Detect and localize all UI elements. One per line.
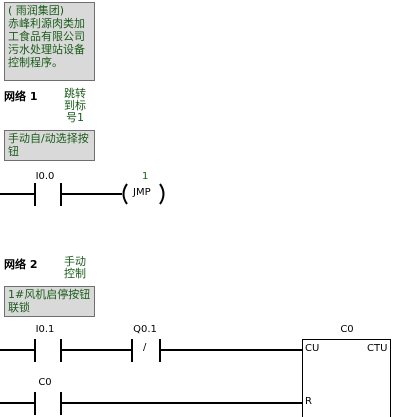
network-1-coil-param: 1 bbox=[142, 171, 149, 182]
network-2-label[interactable]: 网络 2 bbox=[4, 258, 38, 271]
network-2-nc-symbol: / bbox=[143, 342, 147, 353]
network-2-contact-c0-operand: C0 bbox=[38, 377, 52, 388]
counter-pin-ctu: CTU bbox=[367, 343, 388, 354]
counter-name: C0 bbox=[340, 324, 354, 335]
network-2-comment-box[interactable]: 1#风机启停按钮 联锁 bbox=[4, 286, 95, 317]
network-2-contact-c0[interactable] bbox=[34, 392, 62, 415]
network-1-coil-instruction: JMP bbox=[133, 187, 151, 198]
counter-block[interactable] bbox=[302, 339, 391, 417]
network-1-contact-operand: I0.0 bbox=[35, 171, 55, 182]
counter-pin-cu: CU bbox=[305, 343, 320, 354]
network-1-comment-box[interactable]: 手动自/动选择按钮 bbox=[4, 130, 95, 161]
network-1-label[interactable]: 网络 1 bbox=[4, 90, 38, 103]
network-2-title[interactable]: 手动 控制 bbox=[64, 255, 86, 280]
network-2-contact-q01-operand: Q0.1 bbox=[133, 324, 157, 335]
network-1-no-contact[interactable] bbox=[34, 183, 62, 206]
counter-pin-r: R bbox=[305, 396, 312, 407]
network-2-contact-i01-operand: I0.1 bbox=[35, 324, 55, 335]
network-1-title[interactable]: 跳转 到标 号1 bbox=[64, 87, 86, 124]
program-comment-box[interactable]: ( 雨润集团) 赤峰利源肉类加工食品有限公司污水处理站设备控制程序。 bbox=[4, 2, 95, 81]
network-2-contact-q01-nc[interactable] bbox=[131, 339, 161, 362]
network-2-rung bbox=[0, 349, 302, 404]
network-1-jmp-coil[interactable] bbox=[122, 183, 165, 205]
network-2-contact-i01[interactable] bbox=[34, 339, 62, 362]
